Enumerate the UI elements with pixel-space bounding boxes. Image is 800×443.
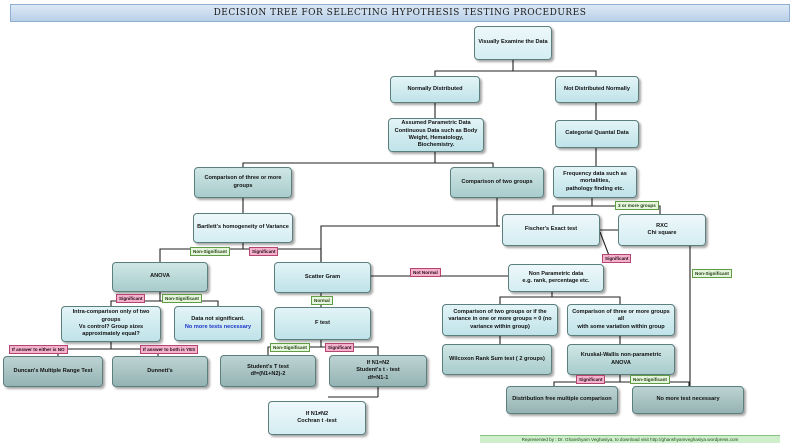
node-wilcoxon: Wilcoxon Rank Sum test ( 2 groups) [442, 344, 552, 375]
tag-non-significant-f: Non-Significant [270, 343, 310, 352]
node-comparison-two-groups: Comparison of two groups [450, 167, 544, 198]
tag-non-significant-anova: Non-Significant [162, 294, 202, 303]
tag-three-or-more-groups: 3 or more groups [615, 201, 659, 210]
tag-not-normal: Not Normal [410, 268, 441, 277]
node-non-parametric: Non Parametric data e.g. rank, percentag… [508, 264, 604, 292]
node-normally-distributed: Normally Distributed [390, 76, 480, 103]
node-rxc-chi-square: RXC Chi square [618, 214, 706, 246]
node-f-test: F test [274, 307, 371, 340]
node-students-t-test: If N1=N2 Student's t - test df=N1-1 [329, 355, 427, 387]
node-cochran: If N1≠N2 Cochran t -test [268, 401, 366, 435]
node-dunnett: Dunnett's [112, 356, 208, 387]
node-distribution-free: Distribution free multiple comparison [506, 386, 618, 414]
tag-non-significant-kw: Non-Significant [630, 375, 670, 384]
node-kruskal-wallis: Kruskal-Wallis non-parametric ANOVA [567, 344, 675, 375]
node-frequency-data: Frequency data such as mortalities, path… [553, 166, 637, 198]
node-duncan: Duncan's Multiple Range Test [3, 356, 103, 387]
tag-if-both-yes: If answer to both is YES [140, 345, 199, 354]
node-no-more-tests: No more test necessary [632, 386, 744, 414]
node-categorial-quantal: Categorial Quantal Data [555, 120, 639, 148]
tag-significant-anova: Significant [116, 294, 146, 303]
tag-non-significant-bartlett: Non-Significant [190, 247, 230, 256]
node-students-t: Student's T test df=(N1+N2)-2 [220, 355, 316, 387]
node-visually-examine: Visually Examine the Data [474, 26, 552, 60]
node-intra-comparison: Intra-comparison only of two groups Vs c… [61, 306, 161, 342]
diagram-title: DECISION TREE FOR SELECTING HYPOTHESIS T… [10, 4, 790, 22]
node-comparison-two-variance: Comparison of two groups or if the varia… [442, 304, 558, 336]
tag-significant-kw: Significant [576, 375, 606, 384]
node-data-not-significant: Data not significant. No more tests nece… [174, 306, 262, 341]
tag-if-either-no: If answer to either is NO [9, 345, 68, 354]
tag-non-significant-right: Non-Significant [692, 269, 732, 278]
node-fischer-exact: Fischer's Exact test [502, 214, 600, 246]
node-comparison-three-groups: Comparison of three or more groups [194, 167, 292, 198]
node-assumed-parametric: Assumed Parametric Data Continuous Data … [388, 118, 484, 152]
tag-significant-f: Significant [325, 343, 355, 352]
tag-significant-bartlett: Significant [249, 247, 279, 256]
tag-significant-fisher: Significant [602, 254, 632, 263]
node-scatter-gram: Scatter Gram [274, 262, 371, 293]
footer-credit: Represented by : Dr. Ghanshyam Veghasiya… [480, 435, 780, 443]
node-anova: ANOVA [112, 262, 208, 292]
node-bartlett: Bartlett's homogeneity of Variance [193, 213, 293, 243]
node-comparison-three-variation: Comparison of three or more groups all w… [567, 304, 675, 336]
tag-normal: Normal [311, 296, 333, 305]
node-not-distributed-normally: Not Distributed Normally [555, 76, 639, 103]
